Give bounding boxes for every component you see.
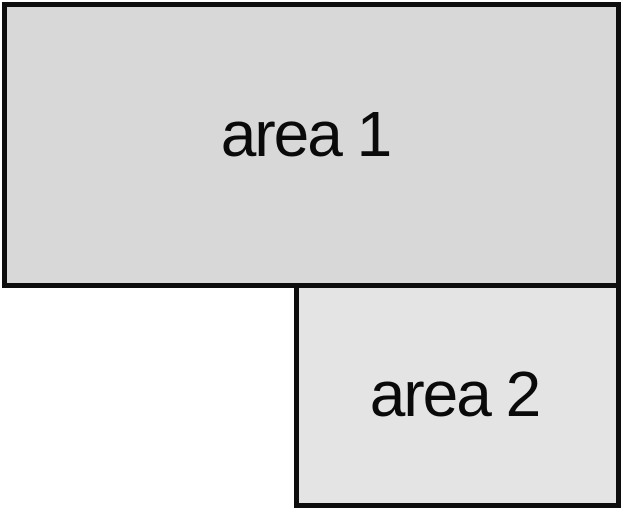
area-2-box: area 2 [294,283,621,508]
area-2-label: area 2 [369,357,541,430]
area-1-box: area 1 [2,2,621,288]
area-1-label: area 1 [220,98,392,170]
